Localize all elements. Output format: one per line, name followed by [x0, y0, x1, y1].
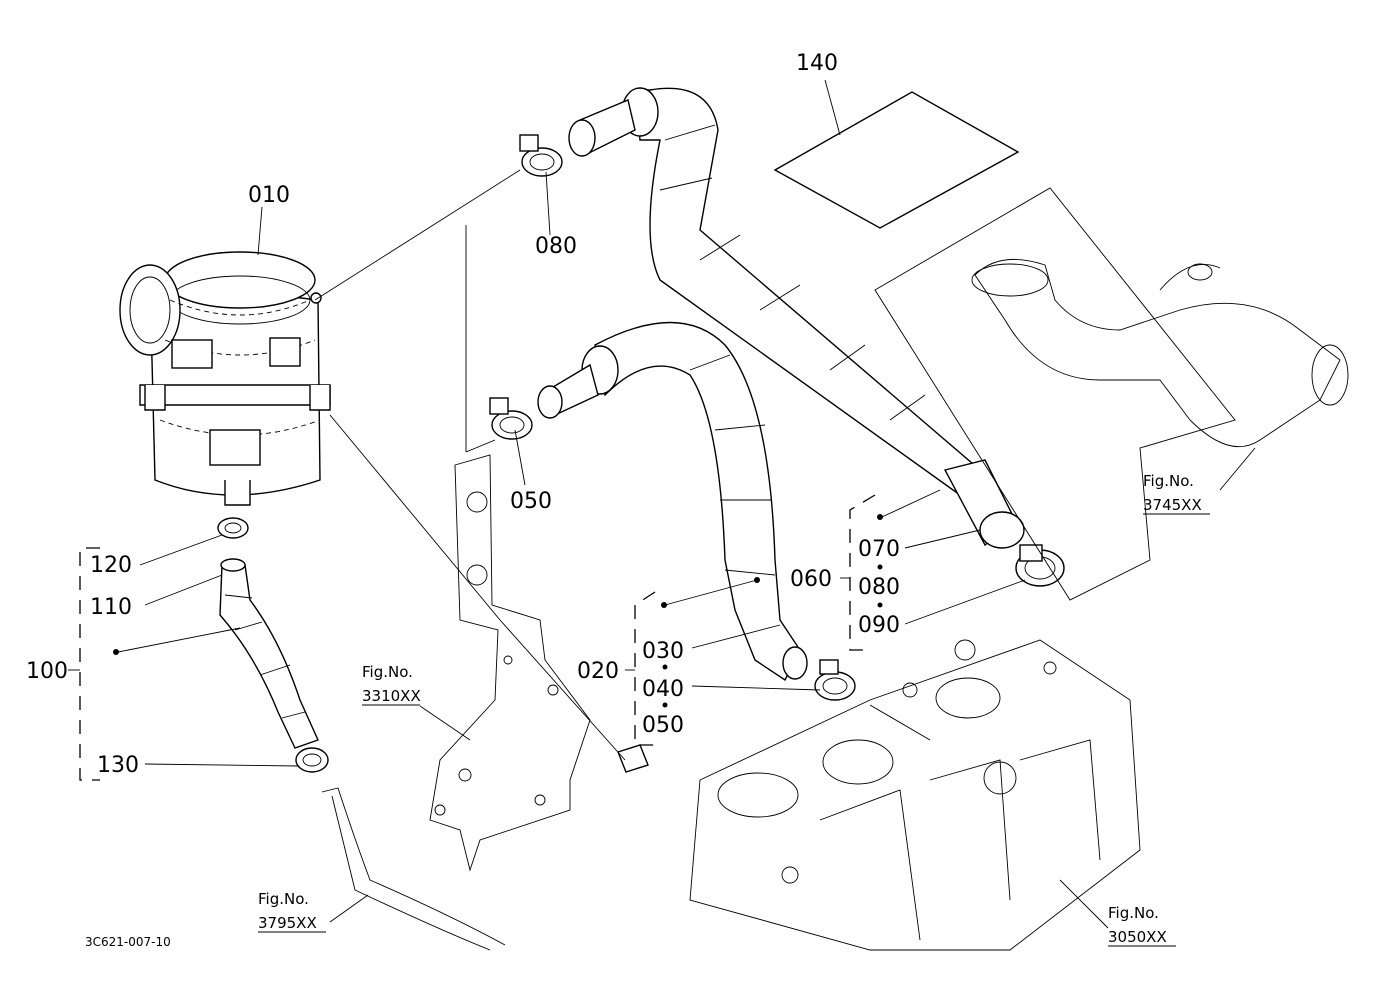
leader-lines [113, 79, 1256, 929]
group-brackets [68, 494, 876, 781]
fig-ref-title: Fig.No. [1143, 472, 1194, 490]
label-120[interactable]: 120 [90, 553, 132, 578]
bracket-3310 [429, 454, 649, 872]
clamp-050[interactable] [489, 397, 533, 440]
upper-hose[interactable] [568, 87, 1025, 549]
clamp-120[interactable] [217, 517, 249, 539]
clamp-080-top[interactable] [519, 134, 563, 177]
label-050-top[interactable]: 050 [510, 489, 552, 514]
label-090[interactable]: 090 [858, 613, 900, 638]
label-050-group[interactable]: 050 [642, 713, 684, 738]
label-080-top[interactable]: 080 [535, 234, 577, 259]
fig-ref-3310[interactable]: Fig.No. 3310XX [362, 663, 421, 706]
fig-ref-3050[interactable]: Fig.No. 3050XX [1108, 904, 1176, 947]
label-030[interactable]: 030 [642, 639, 684, 664]
label-060[interactable]: 060 [790, 567, 832, 592]
clamp-040[interactable] [814, 659, 856, 701]
fig-ref-number: 3745XX [1143, 496, 1202, 514]
fig-ref-title: Fig.No. [1108, 904, 1159, 922]
label-070[interactable]: 070 [858, 537, 900, 562]
clamp-130[interactable] [295, 747, 329, 773]
group-dot-060 [877, 514, 883, 520]
fig-ref-number: 3310XX [362, 687, 421, 705]
label-100[interactable]: 100 [26, 659, 68, 684]
sheet-140[interactable] [773, 91, 1020, 229]
label-020[interactable]: 020 [577, 659, 619, 684]
label-130[interactable]: 130 [97, 753, 139, 778]
label-140[interactable]: 140 [796, 51, 838, 76]
part-labels: 010 140 080 050 120 110 100 130 020 030 … [26, 51, 900, 778]
label-110[interactable]: 110 [90, 595, 132, 620]
label-040[interactable]: 040 [642, 677, 684, 702]
group-dot-100 [113, 649, 119, 655]
fig-ref-3795[interactable]: Fig.No. 3795XX [258, 890, 326, 933]
small-hose-110[interactable] [219, 558, 319, 749]
ref-assembly-3745 [874, 187, 1349, 601]
fig-ref-title: Fig.No. [362, 663, 413, 681]
drawing-code: 3C621-007-10 [85, 935, 171, 949]
drain-pipe-3795 [321, 787, 506, 951]
fig-ref-title: Fig.No. [258, 890, 309, 908]
air-cleaner-part[interactable] [119, 251, 331, 506]
lower-hose[interactable] [537, 321, 808, 682]
fig-ref-number: 3795XX [258, 914, 317, 932]
fig-ref-number: 3050XX [1108, 928, 1167, 946]
clamp-090[interactable] [1015, 544, 1065, 587]
fig-ref-3745[interactable]: Fig.No. 3745XX [1143, 472, 1210, 515]
label-010[interactable]: 010 [248, 183, 290, 208]
label-080-group[interactable]: 080 [858, 575, 900, 600]
group-dot-020 [661, 602, 667, 608]
engine-head-3050 [689, 639, 1141, 951]
